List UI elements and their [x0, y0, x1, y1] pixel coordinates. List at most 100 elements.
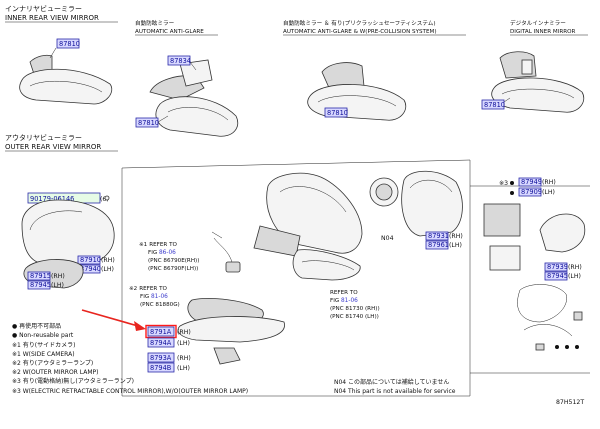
case-pn-lh-box[interactable] [147, 362, 175, 373]
inner-mirror-2-cover-pn-box[interactable] [167, 55, 191, 66]
non-reusable-dot-4 [565, 345, 569, 349]
case-pn-rh[interactable]: 8793A [150, 354, 172, 362]
lamp-pn-lh-box[interactable] [147, 337, 175, 348]
case-pn-lh[interactable]: 8794B [150, 364, 172, 372]
inner-mirror-2-leader-b [157, 115, 169, 123]
glass-pn-rh[interactable]: 87931 [428, 232, 449, 240]
legend-5: ※2 有り(アウタミラーランプ) [12, 359, 93, 367]
inner-mirror-3-body [307, 84, 407, 121]
lamp-pn-rh[interactable]: 8791A [150, 328, 172, 336]
inner-mirror-2-cover [179, 59, 213, 87]
inner-mirror-4-body [491, 77, 585, 113]
connector-1 [573, 311, 583, 321]
glass-pn-lh[interactable]: 87961 [428, 241, 449, 249]
body-pn-lh[interactable]: 87945 [30, 281, 51, 289]
lamp-pn-lh[interactable]: 8794A [150, 339, 172, 347]
case-side-rh: (RH) [177, 355, 191, 362]
mirror-shell-edge [279, 186, 347, 213]
refer1-line1: REFER TO [149, 242, 177, 248]
glass-side-rh: (RH) [449, 233, 463, 240]
body-side-lh: (LH) [51, 282, 64, 289]
body-pn-lh-box[interactable] [27, 280, 51, 290]
inner-mirror-3-mount [321, 62, 365, 91]
inner-mirror-1-pn-box[interactable] [56, 38, 80, 49]
non-reusable-dot-5 [575, 345, 579, 349]
arrow-head [134, 321, 146, 331]
refer3-line4: (PNC 81740 (LH)) [330, 314, 379, 320]
right-bot-pn-rh-box[interactable] [544, 262, 568, 272]
inner-mirror-2-pn[interactable]: 87810 [138, 119, 159, 127]
clip-qty: (6) [100, 196, 109, 203]
inner-title-en: INNER REAR VIEW MIRROR [5, 14, 99, 22]
inner-sub-3-jp: 自動防眩ミラー ＆ 有り(プリクラッシュセーフティシステム) [283, 19, 436, 27]
right-top-pn-lh-box[interactable] [518, 187, 542, 197]
mirror-glass-shape [401, 170, 463, 237]
right-top-pn-rh[interactable]: 87949 [521, 178, 542, 186]
right-top-pn-rh-box[interactable] [518, 177, 542, 187]
case-pn-rh-box[interactable] [147, 352, 175, 363]
body-side-rh: (RH) [51, 273, 65, 280]
wire-harness [517, 284, 567, 323]
inner-mirror-3-pn[interactable]: 87810 [327, 109, 348, 117]
refer1-line4: (PNC 86790F(LH)) [148, 266, 198, 272]
legend: ● 再使用不可部品 ● Non-reusable part ※1 有り(サイドカ… [12, 322, 248, 395]
refer3-fig-link[interactable]: 81-06 [341, 298, 358, 304]
lamp-side-rh: (RH) [177, 329, 191, 336]
inner-mirror-2-cover-pn[interactable]: 87834 [170, 57, 191, 65]
inner-sub-2-jp: 自動防眩ミラー [135, 19, 175, 27]
inner-mirror-2-body [155, 96, 239, 137]
inner-mirror-3: 87810 [307, 62, 407, 121]
inner-mirror-1-pn[interactable]: 87810 [59, 40, 80, 48]
body-pn-rh[interactable]: 87915 [30, 272, 51, 280]
case-side-lh: (LH) [177, 365, 190, 372]
legend-2: ● Non-reusable part [12, 332, 74, 339]
right-bot-pn-lh-box[interactable] [544, 271, 568, 281]
mirror-base-cover [539, 213, 586, 253]
turn-lamp-lens [292, 249, 361, 281]
svg-text:FIG 81-06: FIG 81-06 [140, 294, 168, 300]
right-panel: ※3 87949 (RH) 87909 (LH) 87939 (RH) 8794… [483, 177, 586, 351]
lamp-pn-rh-box[interactable] [147, 326, 175, 337]
right-bot-pn-rh[interactable]: 87939 [547, 263, 568, 271]
right-note-mark: ※3 [499, 180, 508, 187]
inner-mirror-3-pn-box[interactable] [324, 107, 348, 118]
glass-pn-lh-box[interactable] [425, 240, 449, 250]
inner-mirror-2-pn-box[interactable] [135, 117, 159, 128]
cover-pn-lh[interactable]: 87940 [80, 265, 101, 273]
right-bot-side-rh: (RH) [568, 264, 582, 271]
outer-main-frame [121, 159, 471, 397]
connector-2 [535, 343, 545, 351]
n04-mark: N04 [381, 235, 394, 242]
legend-1: ● 再使用不可部品 [12, 322, 61, 330]
inner-mirror-4-pn-box[interactable] [481, 99, 505, 110]
glass-pn-rh-box[interactable] [425, 231, 449, 241]
inner-mirror-2-leader-a [189, 61, 197, 71]
mirror-glass: 87931 (RH) 87961 (LH) [401, 170, 463, 250]
refer1-fig-link[interactable]: 86-06 [159, 250, 176, 256]
mirror-base: 87915 (RH) 87945 (LH) [23, 259, 84, 290]
refer2-line3: (PNC 81880G) [140, 302, 180, 308]
lamp-pn-rh-highlight [145, 324, 177, 339]
right-top-pn-lh[interactable]: 87909 [521, 188, 542, 196]
inner-sub-3-en: AUTOMATIC ANTI-GLARE & W(PRE-COLLISION S… [283, 29, 437, 35]
inner-mirror-1: 87810 [19, 38, 113, 105]
cover-pn-rh-box[interactable] [77, 255, 101, 265]
figure-code: 87H512T [556, 399, 584, 406]
cover-pn-rh[interactable]: 87910 [80, 256, 101, 264]
svg-text:FIG 81-06: FIG 81-06 [330, 298, 358, 304]
arrow-shaft [81, 309, 139, 327]
mirror-cover-shape [21, 199, 115, 265]
side-camera [225, 261, 241, 273]
inner-sub-4-jp: デジタルインナミラー [510, 19, 566, 27]
body-pn-rh-box[interactable] [27, 271, 51, 281]
refer2-fig-link[interactable]: 81-06 [151, 294, 168, 300]
inner-mirror-header: インナリヤビューミラー INNER REAR VIEW MIRROR 自動防眩ミ… [5, 4, 588, 36]
inner-mirror-4-pn[interactable]: 87810 [484, 101, 505, 109]
case-parts: 8793A (RH) 8794B (LH) [147, 352, 191, 373]
wire-harness-2 [523, 324, 573, 337]
outer-mirror-header: アウタリヤビューミラー OUTER REAR VIEW MIRROR [5, 133, 118, 152]
right-bot-pn-lh[interactable]: 87945 [547, 272, 568, 280]
clip-pn[interactable]: 90179-06146 [30, 195, 74, 203]
